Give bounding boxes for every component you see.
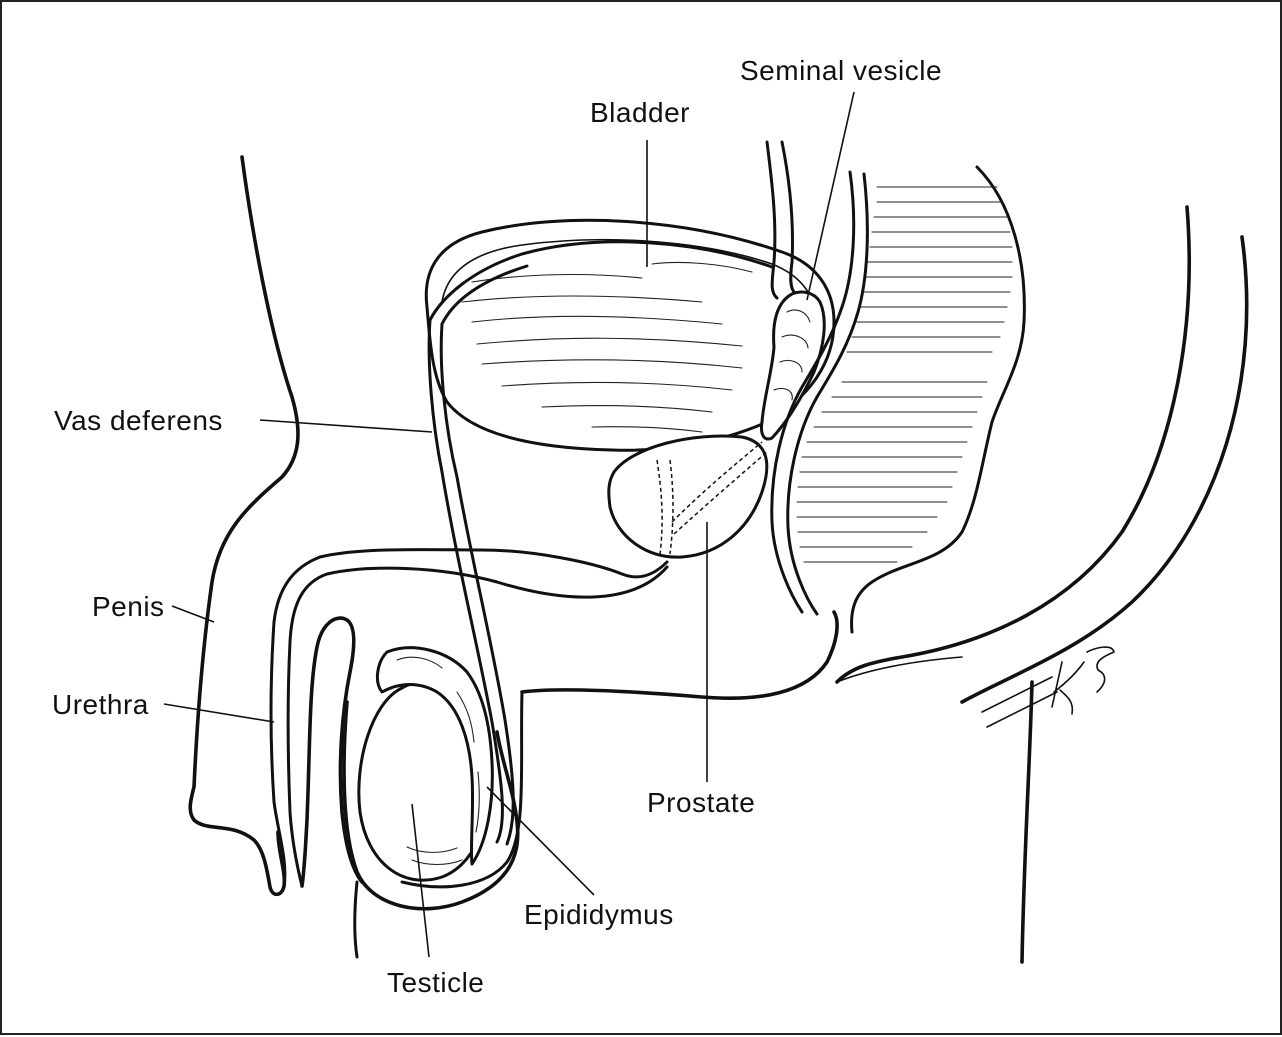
leader-epididymus xyxy=(487,787,594,895)
penis-fold xyxy=(302,618,362,886)
label-penis: Penis xyxy=(92,591,165,622)
label-urethra: Urethra xyxy=(52,689,149,720)
leader-lines xyxy=(164,92,854,957)
buttock-outline xyxy=(1022,682,1032,962)
label-bladder: Bladder xyxy=(590,97,690,128)
abdomen-front-outline xyxy=(190,157,298,894)
sacrum-outer-curve xyxy=(837,207,1189,682)
leader-seminal-vesicle xyxy=(807,92,854,300)
label-seminal-vesicle: Seminal vesicle xyxy=(740,55,942,86)
anal-hatch-2 xyxy=(987,692,1057,727)
label-vas-deferens: Vas deferens xyxy=(54,405,223,436)
prostate-shape xyxy=(609,436,767,557)
artist-signature xyxy=(1052,647,1114,714)
leader-vas-deferens xyxy=(260,420,432,432)
scrotum-base-left xyxy=(355,882,357,957)
label-prostate: Prostate xyxy=(647,787,755,818)
label-testicle: Testicle xyxy=(387,967,484,998)
perineum-outline xyxy=(522,612,837,698)
leader-urethra xyxy=(164,704,274,722)
label-epididymus: Epididymus xyxy=(524,899,674,930)
anal-hatch-1 xyxy=(982,677,1052,712)
